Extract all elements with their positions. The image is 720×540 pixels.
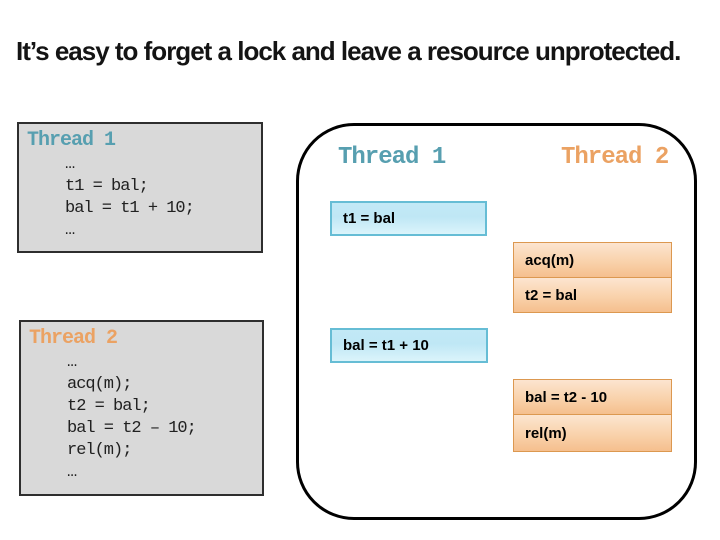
code-line: …: [67, 463, 77, 482]
timeline-thread1-heading: Thread 1: [338, 144, 446, 171]
timeline-event-t2-write: bal = t2 - 10: [513, 379, 672, 415]
timeline-event-t2-release: rel(m): [513, 414, 672, 452]
thread1-code-panel: Thread 1 … t1 = bal; bal = t1 + 10; …: [17, 122, 263, 253]
timeline-event-t2-read: t2 = bal: [513, 277, 672, 313]
interleaving-diagram: Thread 1 Thread 2 t1 = bal acq(m) t2 = b…: [296, 123, 697, 520]
code-line: bal = t1 + 10;: [65, 199, 195, 218]
timeline-event-t1-write: bal = t1 + 10: [330, 328, 488, 363]
code-line: …: [67, 353, 77, 372]
code-line: …: [65, 155, 75, 174]
thread2-code-lines: … acq(m); t2 = bal; bal = t2 – 10; rel(m…: [21, 352, 262, 484]
thread2-code-heading: Thread 2: [29, 327, 118, 350]
thread1-code-heading: Thread 1: [27, 129, 116, 152]
timeline-event-t2-acquire: acq(m): [513, 242, 672, 278]
timeline-event-t1-read: t1 = bal: [330, 201, 487, 236]
code-line: bal = t2 – 10;: [67, 419, 197, 438]
code-line: acq(m);: [67, 375, 132, 394]
thread2-code-panel: Thread 2 … acq(m); t2 = bal; bal = t2 – …: [19, 320, 264, 496]
code-line: t2 = bal;: [67, 397, 151, 416]
code-line: t1 = bal;: [65, 177, 149, 196]
timeline-thread2-heading: Thread 2: [561, 144, 669, 171]
code-line: rel(m);: [67, 441, 132, 460]
code-line: …: [65, 221, 75, 240]
thread1-code-lines: … t1 = bal; bal = t1 + 10; …: [19, 154, 261, 242]
slide-title: It’s easy to forget a lock and leave a r…: [16, 36, 681, 66]
